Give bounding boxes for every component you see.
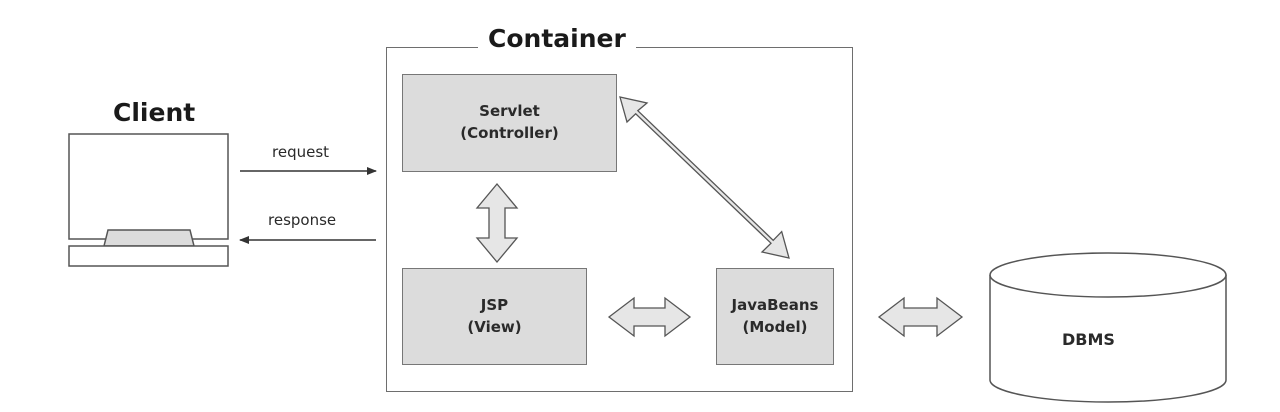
javabeans-dbms-double-arrow (877, 296, 964, 338)
client-title: Client (113, 98, 196, 127)
servlet-label: Servlet (479, 102, 540, 121)
servlet-controller-box: Servlet (Controller) (402, 74, 617, 172)
jsp-javabeans-double-arrow (607, 296, 692, 338)
javabeans-label: JavaBeans (731, 295, 819, 314)
container-title: Container (478, 24, 636, 53)
database-cylinder-icon (989, 252, 1227, 403)
model-label: (Model) (742, 317, 808, 336)
controller-label: (Controller) (460, 124, 559, 142)
jsp-label: JSP (480, 295, 509, 314)
response-label: response (268, 211, 337, 229)
javabeans-model-box: JavaBeans (Model) (716, 268, 834, 365)
servlet-javabeans-double-arrow (619, 96, 790, 259)
dbms-label: DBMS (1062, 330, 1115, 349)
request-label: request (272, 143, 330, 161)
jsp-view-box: JSP (View) (402, 268, 587, 365)
servlet-jsp-double-arrow (475, 182, 519, 264)
view-label: (View) (467, 317, 522, 336)
client-computer-icon (68, 133, 229, 267)
